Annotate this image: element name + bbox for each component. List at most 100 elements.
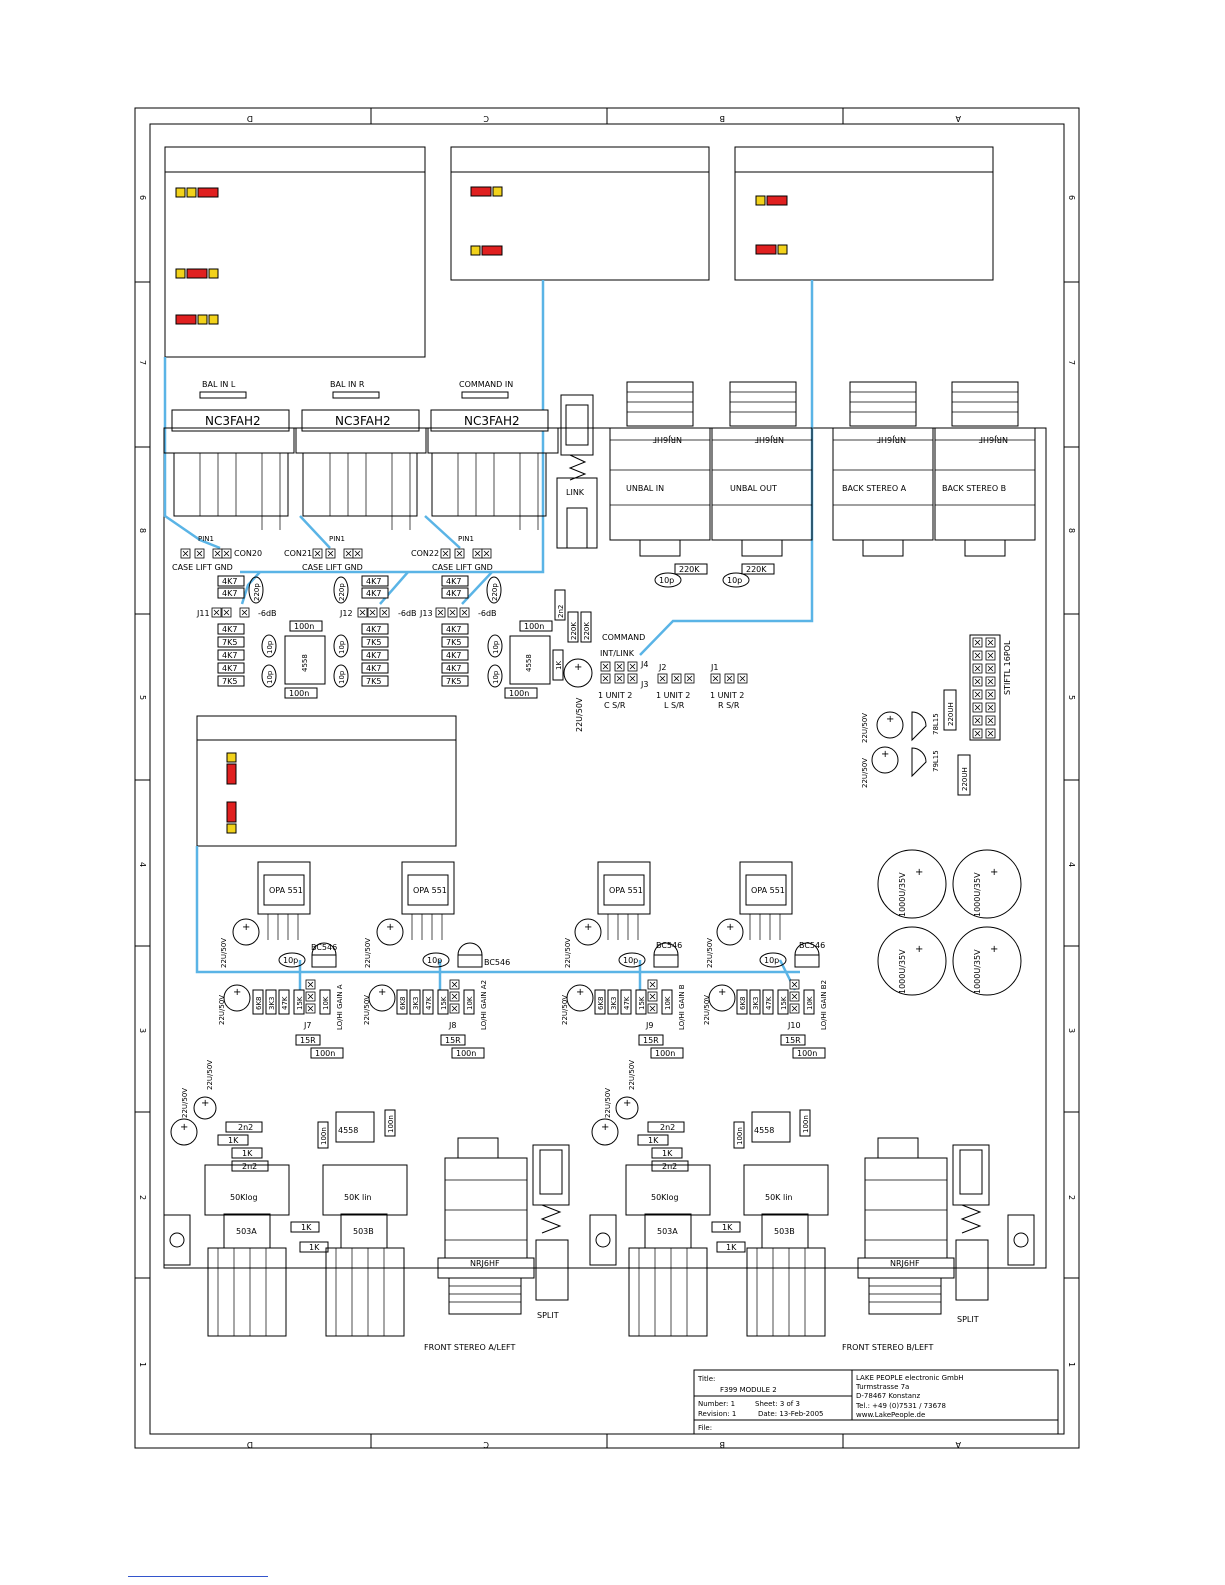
svg-text:1000U/35V: 1000U/35V xyxy=(973,949,982,994)
svg-text:4K7: 4K7 xyxy=(446,651,461,660)
pin1-label: PIN1 xyxy=(458,535,474,543)
svg-text:Revision: 1: Revision: 1 xyxy=(698,1410,736,1418)
xlr-connector-bal-in-l: BAL IN L NC3FAH2 PIN1 CASE LIFT GND CON2… xyxy=(163,380,295,572)
svg-text:1K: 1K xyxy=(242,1149,253,1158)
connector-part: NC3FAH2 xyxy=(335,414,391,428)
link-label: LINK xyxy=(566,488,585,497)
svg-text:4K7: 4K7 xyxy=(222,664,237,673)
svg-text:4558: 4558 xyxy=(754,1126,774,1135)
svg-text:100n: 100n xyxy=(736,1127,744,1145)
svg-text:22U/50V: 22U/50V xyxy=(364,938,372,968)
svg-text:10p: 10p xyxy=(427,956,442,965)
svg-text:10K: 10K xyxy=(322,996,330,1010)
svg-text:78L15: 78L15 xyxy=(932,713,940,735)
svg-text:22U/50V: 22U/50V xyxy=(628,1060,636,1090)
svg-text:+: + xyxy=(584,922,592,933)
svg-text:www.LakePeople.de: www.LakePeople.de xyxy=(856,1411,925,1419)
case-lift-label: CASE LIFT GND xyxy=(302,563,363,572)
svg-text:FRONT STEREO B/LEFT: FRONT STEREO B/LEFT xyxy=(842,1343,934,1352)
svg-text:7K5: 7K5 xyxy=(446,638,461,647)
svg-text:LO/HI GAIN B: LO/HI GAIN B xyxy=(678,984,686,1030)
connector-label: COMMAND IN xyxy=(459,380,513,389)
svg-text:J12: J12 xyxy=(339,609,353,618)
power-section: STIFTL 16POL 220UH 220UH 78L15 79L15 + 2… xyxy=(861,634,1022,996)
svg-text:LO/HI GAIN A2: LO/HI GAIN A2 xyxy=(480,980,488,1030)
svg-text:COMMAND: COMMAND xyxy=(602,633,645,642)
svg-text:SPLIT: SPLIT xyxy=(957,1315,979,1324)
svg-text:10p: 10p xyxy=(338,640,346,654)
svg-text:220p: 220p xyxy=(338,583,346,601)
svg-text:3K3: 3K3 xyxy=(752,997,760,1011)
svg-text:220UH: 220UH xyxy=(947,702,955,726)
jack-label: BACK STEREO B xyxy=(942,484,1006,493)
row-number: 7 xyxy=(1067,360,1076,365)
svg-text:10p: 10p xyxy=(492,670,500,684)
row-number: 6 xyxy=(1067,195,1076,200)
jumper-legend-box-3 xyxy=(734,146,994,281)
svg-text:22U/50V: 22U/50V xyxy=(861,713,869,743)
svg-text:10p: 10p xyxy=(764,956,779,965)
xlr-connector-command-in: COMMAND IN NC3FAH2 PIN1 CASE LIFT GND CO… xyxy=(411,380,559,572)
row-number: 1 xyxy=(138,1362,147,1367)
svg-text:BC546: BC546 xyxy=(484,958,510,967)
svg-text:BC546: BC546 xyxy=(311,943,337,952)
svg-text:100n: 100n xyxy=(320,1127,328,1145)
svg-text:47K: 47K xyxy=(623,996,631,1010)
svg-text:4K7: 4K7 xyxy=(222,589,237,598)
xlr-connector-bal-in-r: BAL IN R NC3FAH2 PIN1 CASE LIFT GND CON2… xyxy=(284,380,427,572)
svg-text:4558: 4558 xyxy=(338,1126,358,1135)
svg-text:-6dB: -6dB xyxy=(258,609,277,618)
svg-text:BC546: BC546 xyxy=(656,941,682,950)
svg-text:1K: 1K xyxy=(555,661,563,670)
svg-text:1K: 1K xyxy=(722,1223,733,1232)
svg-text:J8: J8 xyxy=(448,1021,456,1030)
svg-text:22U/50V: 22U/50V xyxy=(218,995,226,1025)
svg-text:1 UNIT 2: 1 UNIT 2 xyxy=(598,691,632,700)
svg-text:220K: 220K xyxy=(746,565,767,574)
svg-text:10p: 10p xyxy=(338,670,346,684)
case-lift-label: CASE LIFT GND xyxy=(172,563,233,572)
svg-text:J11: J11 xyxy=(196,609,210,618)
svg-text:LAKE PEOPLE electronic GmbH: LAKE PEOPLE electronic GmbH xyxy=(856,1374,964,1382)
svg-text:100n: 100n xyxy=(294,622,314,631)
svg-text:22U/50V: 22U/50V xyxy=(564,938,572,968)
svg-text:22U/50V: 22U/50V xyxy=(575,697,584,732)
svg-text:+: + xyxy=(576,987,584,998)
svg-text:+: + xyxy=(201,1098,209,1109)
svg-text:L S/R: L S/R xyxy=(664,701,685,710)
svg-text:Tel.: +49 (0)7531 / 73678: Tel.: +49 (0)7531 / 73678 xyxy=(855,1402,946,1410)
svg-text:100n: 100n xyxy=(315,1049,335,1058)
svg-text:4K7: 4K7 xyxy=(222,651,237,660)
svg-text:INT/LINK: INT/LINK xyxy=(600,649,635,658)
svg-text:47K: 47K xyxy=(765,996,773,1010)
col-letter: B xyxy=(720,1440,726,1449)
svg-text:2n2: 2n2 xyxy=(238,1123,253,1132)
svg-text:1 UNIT 2: 1 UNIT 2 xyxy=(710,691,744,700)
svg-text:100n: 100n xyxy=(802,1115,810,1133)
svg-text:+: + xyxy=(233,987,241,998)
jack-back-stereo-a: NRJ6HF BACK STEREO A xyxy=(832,381,934,557)
svg-text:4K7: 4K7 xyxy=(446,589,461,598)
jack-unbal-out: NRJ6HF UNBAL OUT xyxy=(711,381,813,557)
svg-text:4K7: 4K7 xyxy=(366,589,381,598)
svg-text:1K: 1K xyxy=(726,1243,737,1252)
svg-text:3K3: 3K3 xyxy=(268,997,276,1011)
row-number: 3 xyxy=(138,1028,147,1033)
output-stage-b2: OPA 551 + 22U/50V 10p BC546 + 22U/50V 6K… xyxy=(703,861,828,1059)
svg-text:10p: 10p xyxy=(266,640,274,654)
con-label: CON22 xyxy=(411,549,439,558)
svg-text:503B: 503B xyxy=(774,1227,795,1236)
svg-text:22U/50V: 22U/50V xyxy=(861,758,869,788)
svg-text:+: + xyxy=(990,867,998,878)
svg-text:10p: 10p xyxy=(659,576,674,585)
svg-text:100n: 100n xyxy=(289,689,309,698)
svg-text:22U/50V: 22U/50V xyxy=(706,938,714,968)
con20-jumper xyxy=(180,548,232,559)
footer-link-underline[interactable] xyxy=(128,1576,268,1577)
connector-label: BAL IN R xyxy=(330,380,365,389)
svg-text:4K7: 4K7 xyxy=(366,577,381,586)
svg-text:NRJ6HF: NRJ6HF xyxy=(890,1259,920,1268)
svg-text:7K5: 7K5 xyxy=(446,677,461,686)
svg-text:STIFTL 16POL: STIFTL 16POL xyxy=(1003,640,1012,695)
svg-text:220K: 220K xyxy=(679,565,700,574)
